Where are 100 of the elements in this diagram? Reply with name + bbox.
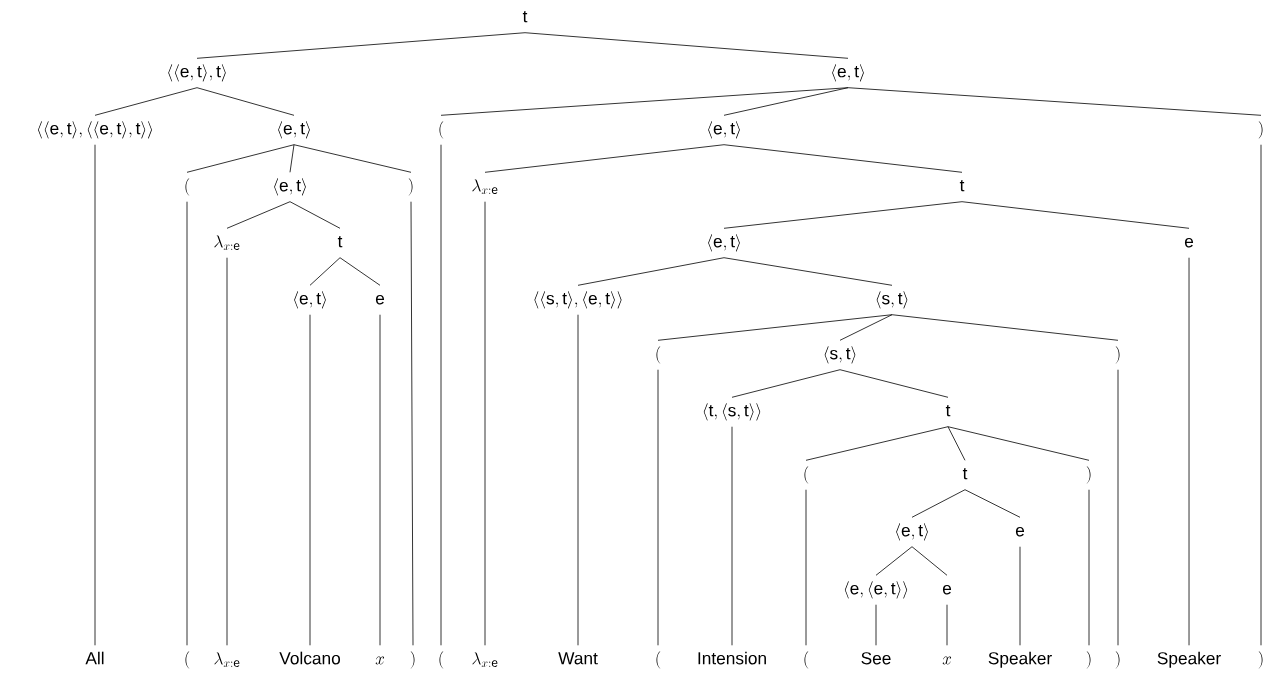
tree-branch xyxy=(289,144,295,173)
type-label: $\langle \mathrm{e},\langle \mathrm{e},\mathrm{t}\rangle\rangle$ xyxy=(844,581,908,599)
tree-branch xyxy=(657,369,659,646)
tree-branch xyxy=(94,87,198,116)
tree-branch xyxy=(839,314,893,341)
type-label: $($ xyxy=(185,651,190,669)
type-label: $\langle \mathrm{e},\mathrm{t}\rangle$ xyxy=(274,178,306,196)
type-label: $)$ xyxy=(1258,651,1263,669)
type-label: $)$ xyxy=(410,651,415,669)
tree-branch xyxy=(186,201,188,646)
type-label: $\langle \mathrm{e},\mathrm{t}\rangle$ xyxy=(832,64,864,82)
tree-branch xyxy=(440,87,849,116)
tree-branch xyxy=(1188,257,1190,646)
tree-branch xyxy=(723,201,963,229)
tree-branch xyxy=(410,201,414,646)
tree-branch xyxy=(947,426,1090,461)
type-label: $\mathrm{t}$ xyxy=(959,180,965,192)
type-label: $\langle \mathrm{e},\mathrm{t}\rangle$ xyxy=(278,121,310,139)
type-label: $\mathrm{e}$ xyxy=(1184,237,1194,248)
tree-branch xyxy=(484,144,725,173)
type-label: $\langle \mathrm{e},\mathrm{t}\rangle$ xyxy=(294,291,326,309)
word-label: Intension xyxy=(698,651,766,665)
tree-branch xyxy=(731,369,841,398)
tree-branch xyxy=(1019,546,1021,646)
tree-branch xyxy=(293,144,412,173)
tree-branch xyxy=(964,489,1021,518)
tree-branch xyxy=(947,426,966,461)
tree-branch xyxy=(911,546,948,576)
type-label: $($ xyxy=(804,466,809,484)
type-label: $\langle\langle \mathrm{e},\mathrm{t}\rangle,\mathrm{t}\rangle$ xyxy=(168,64,226,82)
tree-branch xyxy=(309,257,341,286)
type-label: $($ xyxy=(185,178,190,196)
tree-branch xyxy=(484,201,486,646)
tree-branch xyxy=(309,314,311,646)
tree-branch xyxy=(891,314,1119,341)
type-label: $)$ xyxy=(1115,346,1120,364)
tree-branch xyxy=(961,201,1190,229)
type-label: $\lambda_{x:\mathrm{e}}$ xyxy=(214,652,240,667)
type-label: $\langle \mathrm{s},\mathrm{t}\rangle$ xyxy=(824,346,856,364)
type-label: $($ xyxy=(804,651,809,669)
type-label: $\mathrm{t}$ xyxy=(945,405,951,417)
type-label: $($ xyxy=(656,346,661,364)
word-label: All xyxy=(85,651,104,665)
type-label: $($ xyxy=(656,651,661,669)
tree-branch xyxy=(226,257,228,646)
tree-branch xyxy=(379,314,381,646)
type-label: $)$ xyxy=(408,178,413,196)
tree-branch xyxy=(226,201,291,229)
tree-branch xyxy=(339,257,381,286)
type-label: $\langle \mathrm{e},\mathrm{t}\rangle$ xyxy=(896,523,928,541)
type-label: $\langle \mathrm{t},\langle \mathrm{s},\mathrm{t}\rangle\rangle$ xyxy=(703,403,761,421)
tree-branch xyxy=(440,144,442,646)
tree-branch xyxy=(839,369,949,398)
type-label: $\mathrm{t}$ xyxy=(337,236,343,248)
tree-branch xyxy=(524,32,849,59)
tree-branch xyxy=(577,314,579,646)
tree-branch xyxy=(186,144,295,173)
tree-branch xyxy=(723,144,963,173)
word-label: See xyxy=(861,652,891,665)
type-label: $)$ xyxy=(1086,651,1091,669)
type-label: $\mathrm{t}$ xyxy=(962,468,968,480)
type-label: $\langle \mathrm{s},\mathrm{t}\rangle$ xyxy=(876,291,908,309)
type-label: $x$ xyxy=(942,656,952,665)
tree-branch xyxy=(911,489,966,518)
type-label: $\langle \mathrm{e},\mathrm{t}\rangle$ xyxy=(708,121,740,139)
type-label: $\langle\langle \mathrm{e},\mathrm{t}\rangle,\langle\langle \mathrm{e},\mathrm{t}\rangle,\mathrm{t}\rangle\rangle$ xyxy=(38,121,152,139)
tree-branch xyxy=(94,144,96,646)
type-label: $\lambda_{x:\mathrm{e}}$ xyxy=(472,652,498,667)
word-label: Speaker xyxy=(988,651,1052,668)
type-label: $\lambda_{x:\mathrm{e}}$ xyxy=(214,235,240,250)
type-label: $\langle\langle \mathrm{s},\mathrm{t}\rangle,\langle \mathrm{e},\mathrm{t}\rangle\rangle$ xyxy=(534,291,622,309)
tree-branch xyxy=(805,426,949,461)
tree-branch xyxy=(805,489,807,646)
type-label: $\lambda_{x:\mathrm{e}}$ xyxy=(472,179,498,194)
type-label: $)$ xyxy=(1258,121,1263,139)
tree-branch xyxy=(577,257,725,286)
type-label: $\mathrm{e}$ xyxy=(375,294,385,305)
tree-branch xyxy=(657,314,893,341)
tree-branch xyxy=(723,87,849,116)
word-label: Speaker xyxy=(1157,651,1221,668)
word-label: Volcano xyxy=(279,651,341,665)
tree-branch xyxy=(1260,144,1262,646)
tree-branch xyxy=(731,426,733,646)
tree-branch xyxy=(875,546,913,576)
tree-branch xyxy=(946,604,948,646)
type-label: $\mathrm{e}$ xyxy=(1015,526,1025,537)
tree-branch xyxy=(875,604,877,646)
type-label: $x$ xyxy=(375,656,385,665)
tree-branch xyxy=(847,87,1262,116)
tree-branch xyxy=(196,32,526,59)
tree-branch xyxy=(289,201,341,229)
type-label: $)$ xyxy=(1086,466,1091,484)
type-label: $)$ xyxy=(1115,651,1120,669)
type-label: $\mathrm{e}$ xyxy=(942,584,952,595)
tree-branch xyxy=(1117,369,1119,646)
word-label: Want xyxy=(558,652,598,665)
type-label: $\mathrm{t}$ xyxy=(522,11,528,23)
tree-branch xyxy=(196,87,295,116)
tree-branch xyxy=(1088,489,1090,646)
type-label: $($ xyxy=(439,651,444,669)
